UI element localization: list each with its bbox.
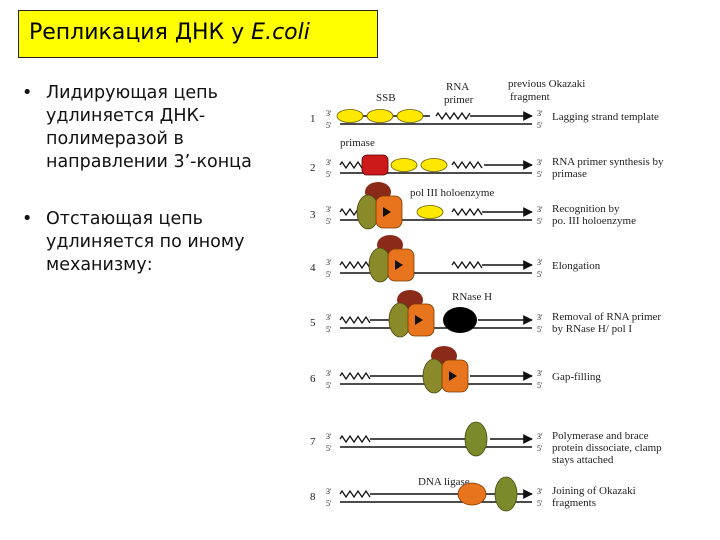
step-number: 2 [310,162,316,174]
step-description: Removal of RNA primer [552,311,661,323]
label-rna-primer-2: primer [444,94,474,106]
step-number: 5 [310,317,316,329]
strand-end-5: 5' [326,217,332,226]
step-4: 4 3' 5' 3' 5' Elongation [310,235,601,282]
step-description: Elongation [552,260,601,272]
strand-end-5: 5' [326,381,332,390]
strand-end-5: 5' [326,444,332,453]
strand-end-3: 3' [326,487,332,496]
label-rna-primer-1: RNA [446,81,469,93]
label-primase: primase [340,137,375,149]
steps-layer: 1 3' 5' 3' 5' Lagging strand template 2 3' 5' 3' 5… [310,109,664,511]
label-ssb: SSB [376,92,396,104]
strand-end-3: 3' [537,487,543,496]
rna-primer [340,436,370,442]
strand-end-3: 3' [326,258,332,267]
rna-primer [340,317,370,323]
step-number: 1 [310,113,316,125]
sliding-clamp [495,477,517,511]
ssb-protein [397,110,423,123]
ssb-protein [337,110,363,123]
strand-end-5: 5' [537,381,543,390]
strand-end-5: 5' [537,121,543,130]
step-number: 4 [310,262,316,274]
strand-end-5: 5' [537,499,543,508]
rna-primer [452,209,482,215]
strand-end-3: 3' [326,205,332,214]
strand-end-3: 3' [537,313,543,322]
strand-end-3: 3' [326,369,332,378]
rna-primer [340,373,370,379]
strand-end-5: 5' [326,499,332,508]
step-description: primase [552,168,587,180]
rna-primer [340,491,370,497]
strand-end-5: 5' [537,270,543,279]
step-description: Lagging strand template [552,111,659,123]
strand-end-3: 3' [537,109,543,118]
rna-primer [436,113,470,119]
strand-end-3: 3' [326,313,332,322]
step-description: RNA primer synthesis by [552,156,664,168]
step-description: Polymerase and brace [552,430,649,442]
step-description: stays attached [552,454,614,466]
step-6: 6 3' 5' 3' 5' Gap-filling [310,346,601,393]
strand-end-3: 3' [326,432,332,441]
step-description: protein dissociate, clamp [552,442,662,454]
rna-primer [452,162,482,168]
step-number: 8 [310,491,316,503]
strand-end-5: 5' [326,121,332,130]
label-rnase-h: RNase H [452,291,492,303]
rnase-h-enzyme [443,307,477,333]
strand-end-5: 5' [537,444,543,453]
ssb-protein [367,110,393,123]
strand-end-3: 3' [537,258,543,267]
strand-end-3: 3' [537,158,543,167]
step-number: 6 [310,373,316,385]
primase-enzyme [362,155,388,175]
header-labels: SSB RNA primer previous Okazaki fragment… [340,78,585,488]
step-1: 1 3' 5' 3' 5' Lagging strand template [310,109,659,130]
step-description: Recognition by [552,203,620,215]
strand-end-5: 5' [326,170,332,179]
ssb-protein [421,159,447,172]
rna-primer [340,262,370,268]
step-description: by RNase H/ pol I [552,323,632,335]
step-description: po. III holoenzyme [552,215,636,227]
label-prev-okazaki-1: previous Okazaki [508,78,585,90]
strand-end-3: 3' [537,432,543,441]
ssb-protein [417,206,443,219]
strand-end-3: 3' [537,369,543,378]
rna-primer [452,262,482,268]
strand-end-3: 3' [537,205,543,214]
strand-end-3: 3' [326,109,332,118]
ssb-protein [391,159,417,172]
step-number: 7 [310,436,316,448]
sliding-clamp [465,422,487,456]
dna-ligase-enzyme [458,483,486,505]
step-description: Joining of Okazaki [552,485,636,497]
strand-end-5: 5' [537,170,543,179]
strand-end-5: 5' [326,270,332,279]
strand-end-5: 5' [537,325,543,334]
rna-primer-new [340,162,362,168]
strand-end-3: 3' [326,158,332,167]
step-number: 3 [310,209,316,221]
label-prev-okazaki-2: fragment [510,91,550,103]
strand-end-5: 5' [326,325,332,334]
step-description: fragments [552,497,596,509]
strand-end-5: 5' [537,217,543,226]
step-description: Gap-filling [552,371,601,383]
label-pol3: pol III holoenzyme [410,187,494,199]
